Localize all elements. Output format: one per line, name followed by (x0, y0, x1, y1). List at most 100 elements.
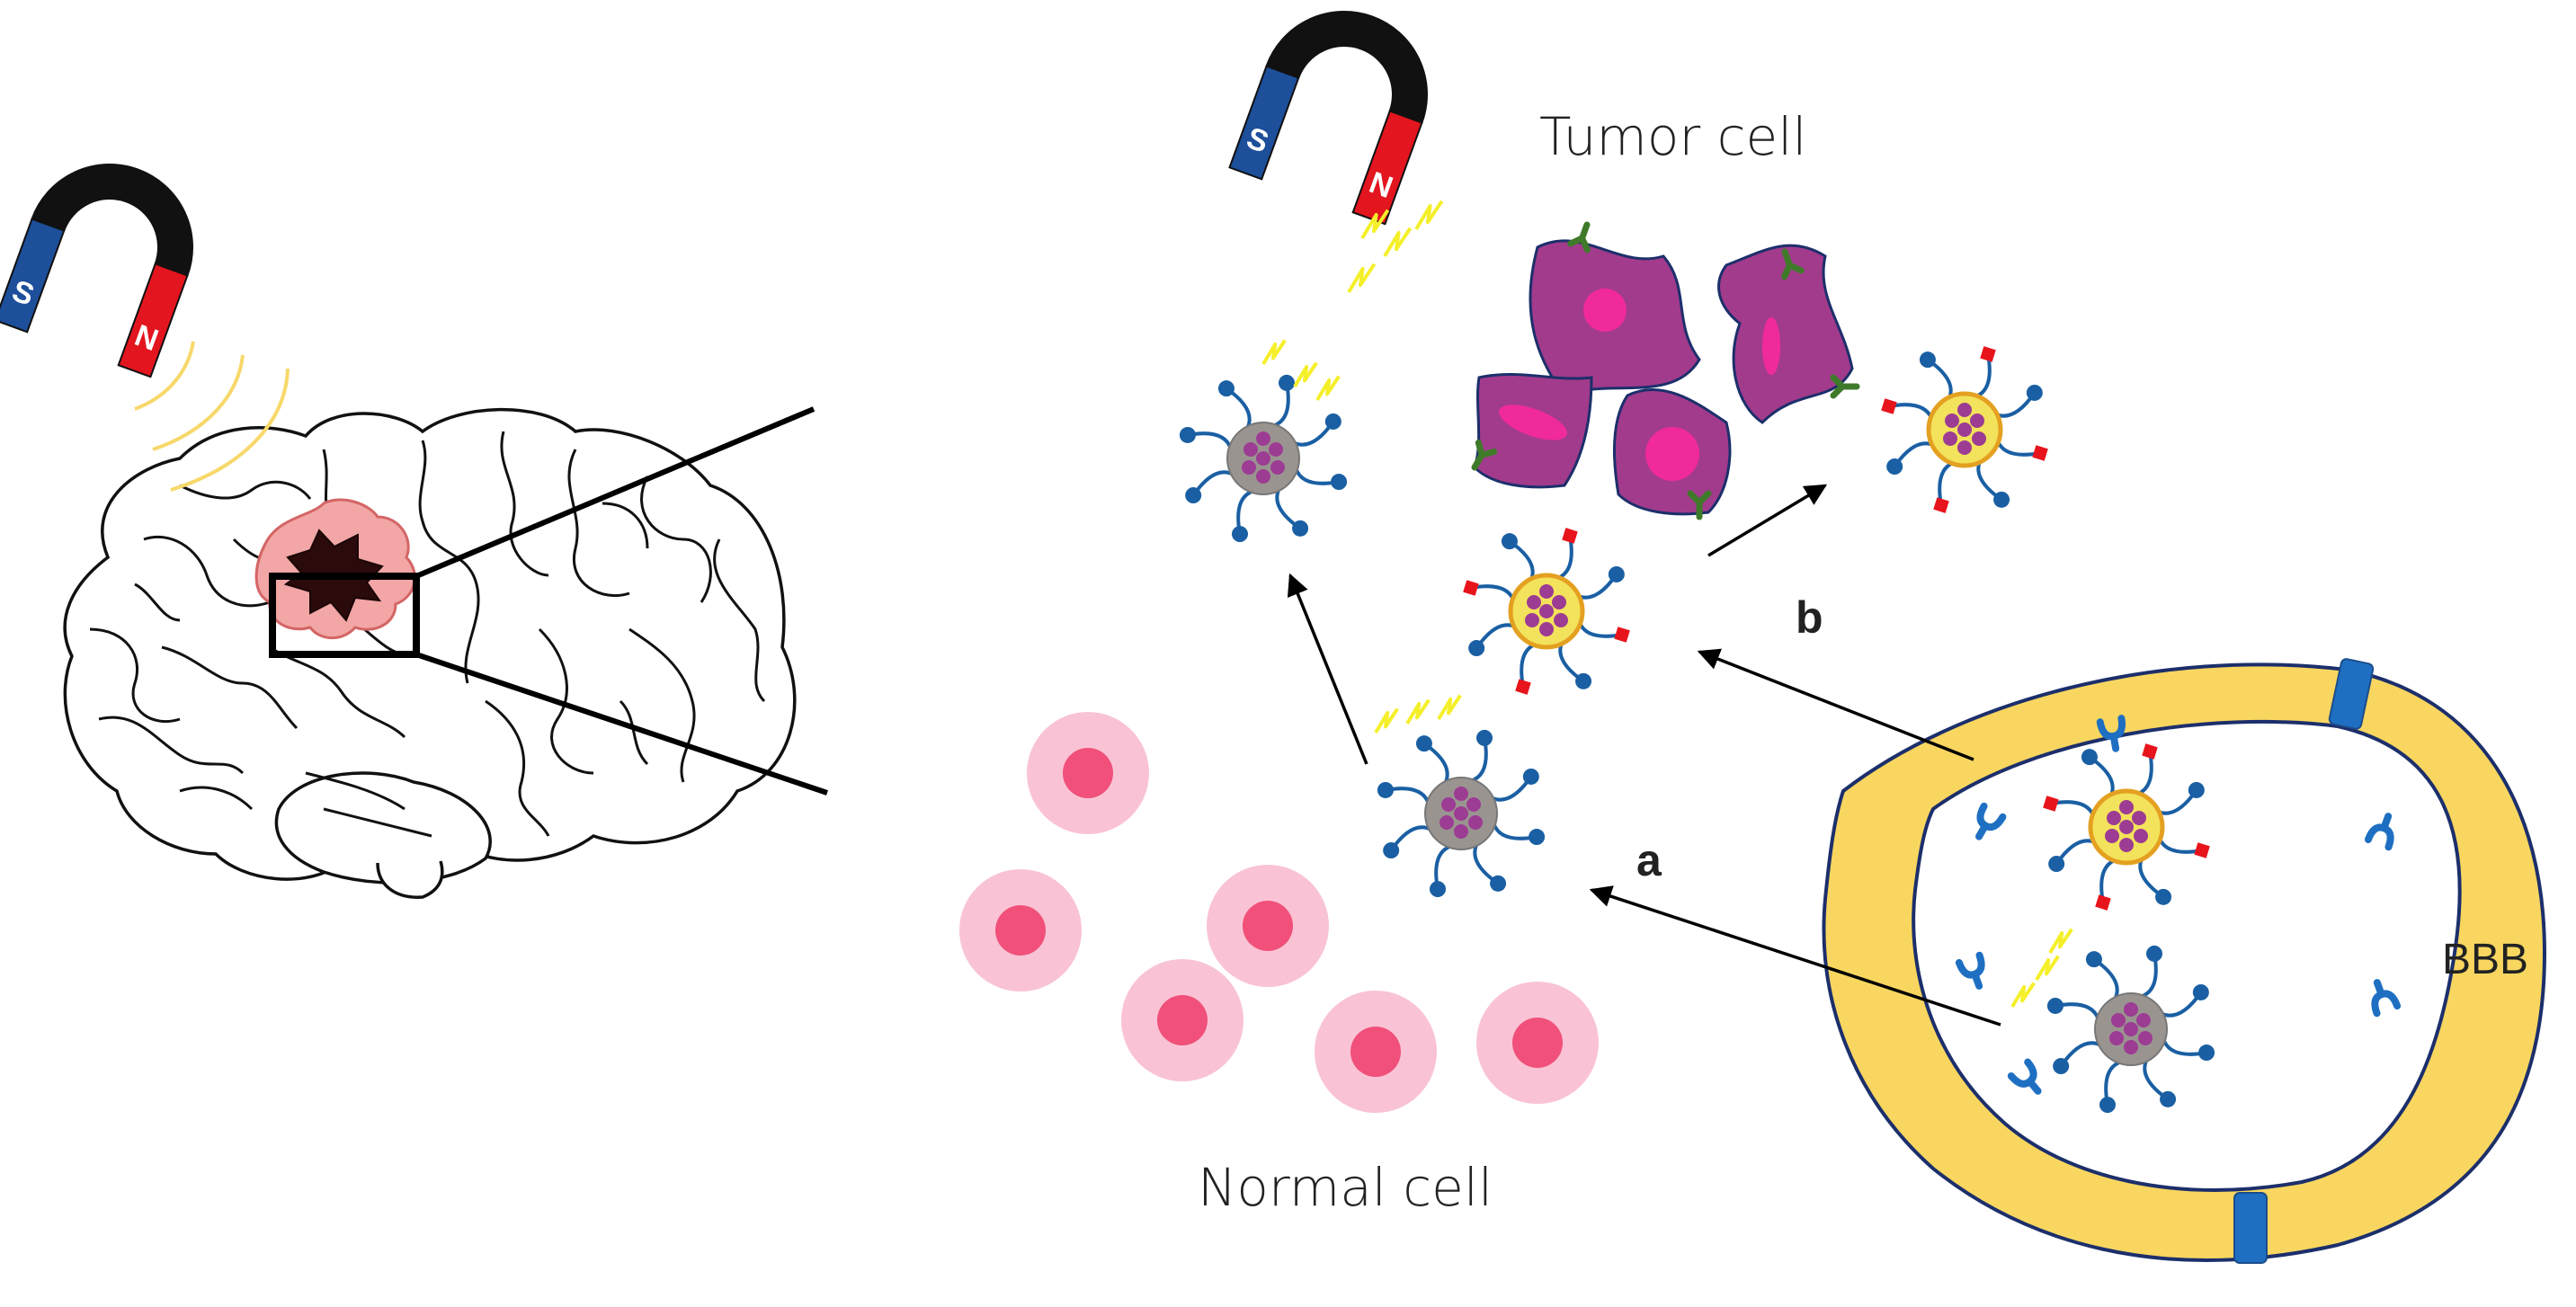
np-drug (2119, 820, 2134, 834)
magnetic-spark (1315, 375, 1341, 402)
tumor-receptor-shape (1567, 221, 1591, 253)
np-chain (1995, 439, 2041, 457)
normal-cell-nucleus (1350, 1027, 1401, 1077)
tumor-cell (1529, 239, 1701, 397)
np-ligand-tip (1179, 426, 1196, 443)
endothelial-receptor (1975, 802, 2007, 840)
np-drug (2111, 1013, 2126, 1027)
endothelial-receptor (2007, 1058, 2042, 1095)
np-ligand-tip (1490, 875, 1507, 892)
arrow-targeted-to-tumor (1707, 484, 1828, 557)
np-targeting-ligand (2032, 445, 2048, 461)
brain-stem (376, 860, 444, 899)
vessel-lumen (1912, 719, 2462, 1192)
np-ligand-tip (1608, 565, 1625, 582)
endothelial-receptor-shape (1955, 951, 1985, 990)
zoom-line-bottom (415, 652, 828, 796)
np-drug (2107, 811, 2121, 825)
normal-cell-label: Normal cell (1198, 1157, 1493, 1218)
brain-illustration (63, 406, 828, 899)
magnet-right: S N (1228, 11, 1428, 226)
np-drug (2124, 1040, 2138, 1054)
normal-cell (959, 869, 1082, 991)
magnetic-spark (2035, 955, 2060, 982)
np-ligand-tip (1575, 672, 1592, 689)
normal-cell (1476, 982, 1599, 1104)
tumor-cell (1613, 387, 1732, 516)
tumor-receptor (1780, 248, 1805, 280)
np-drug (2119, 838, 2134, 852)
np-chain (1888, 403, 1934, 421)
magnetic-spark (1383, 227, 1413, 258)
np-drug (1242, 460, 1256, 475)
np-ligand-tip (1415, 735, 1432, 752)
normal-cell (1315, 991, 1437, 1113)
endothelial-receptor-shape (1975, 802, 2007, 840)
magnet-left-south (0, 218, 66, 333)
endothelial-receptor-shape (2364, 813, 2394, 851)
np-ligand-tip (2160, 1090, 2177, 1107)
nanoparticle-plain-in-vessel (2046, 945, 2215, 1114)
tight-junction-bottom (2233, 1192, 2268, 1264)
tumor-cell-label: Tumor cell (1539, 106, 1807, 167)
np-ligand-tip (1217, 380, 1235, 397)
magnetic-spark (1414, 200, 1444, 231)
np-targeting-ligand (1614, 627, 1630, 643)
arrow-a (1589, 885, 2001, 1027)
np-ligand-tip (1279, 374, 1296, 391)
np-drug (2109, 1031, 2124, 1045)
np-drug (1539, 584, 1554, 599)
np-drug (2136, 1013, 2151, 1027)
np-ligand-tip (1501, 533, 1518, 550)
magnetic-field-arcs (134, 341, 290, 492)
path-b-label: b (1796, 592, 1823, 643)
np-drug (1539, 604, 1554, 618)
tumor-receptor-shape (1830, 374, 1860, 399)
tumor-receptor-shape (1780, 248, 1805, 280)
np-chain (1520, 642, 1538, 688)
np-ligand-tip (2046, 997, 2063, 1014)
np-ligand-tip (1292, 520, 1309, 537)
magnetic-spark (1293, 361, 1318, 388)
np-targeting-ligand (2095, 894, 2111, 911)
tumor-receptor (1567, 221, 1591, 253)
np-targeting-ligand (1933, 497, 1949, 513)
blood-vessel (1822, 658, 2547, 1264)
tumor-receptor (1687, 490, 1712, 520)
np-drug (2124, 1002, 2138, 1017)
endothelial-receptor (2096, 715, 2126, 752)
magnet-left-north (117, 262, 189, 378)
nanoparticle-plain-free (1179, 374, 1348, 543)
normal-cell-nucleus (1243, 901, 1293, 951)
zoom-line-top (414, 406, 816, 579)
endothelial-receptor-shape (2007, 1058, 2042, 1095)
np-ligand-tip (2198, 1045, 2215, 1062)
magnet-right-arch (1265, 11, 1428, 124)
normal-cell (1027, 712, 1149, 834)
tumor-cell (1473, 372, 1593, 489)
magnetic-spark (1374, 707, 1399, 734)
magnet-left-arch (31, 164, 193, 277)
arrows (1287, 484, 2001, 1027)
np-ligand-tip (1529, 829, 1546, 846)
tumor-cell-nucleus (1499, 405, 1567, 440)
np-ligand-tip (2155, 888, 2172, 905)
tumor-receptor-shape (1687, 490, 1712, 520)
np-drug (1270, 460, 1285, 475)
np-targeting-ligand (1463, 580, 1479, 596)
tumor-receptor (1471, 439, 1498, 471)
magnetic-spark (1437, 694, 1462, 721)
np-drug (1957, 422, 1972, 437)
np-ligand-tip (1324, 413, 1341, 430)
bbb-label: BBB (2442, 936, 2529, 983)
np-chain (1938, 460, 1956, 506)
tumor-cell-nucleus (1645, 427, 1699, 481)
arrow-normal-to-plain (1287, 573, 1368, 765)
magnetic-spark (1405, 698, 1431, 725)
magnetic-spark (2048, 928, 2073, 955)
np-drug (1256, 431, 1270, 446)
np-targeting-ligand (2142, 743, 2158, 760)
magnet-right-north (1351, 110, 1423, 226)
np-drug (1972, 431, 1986, 446)
